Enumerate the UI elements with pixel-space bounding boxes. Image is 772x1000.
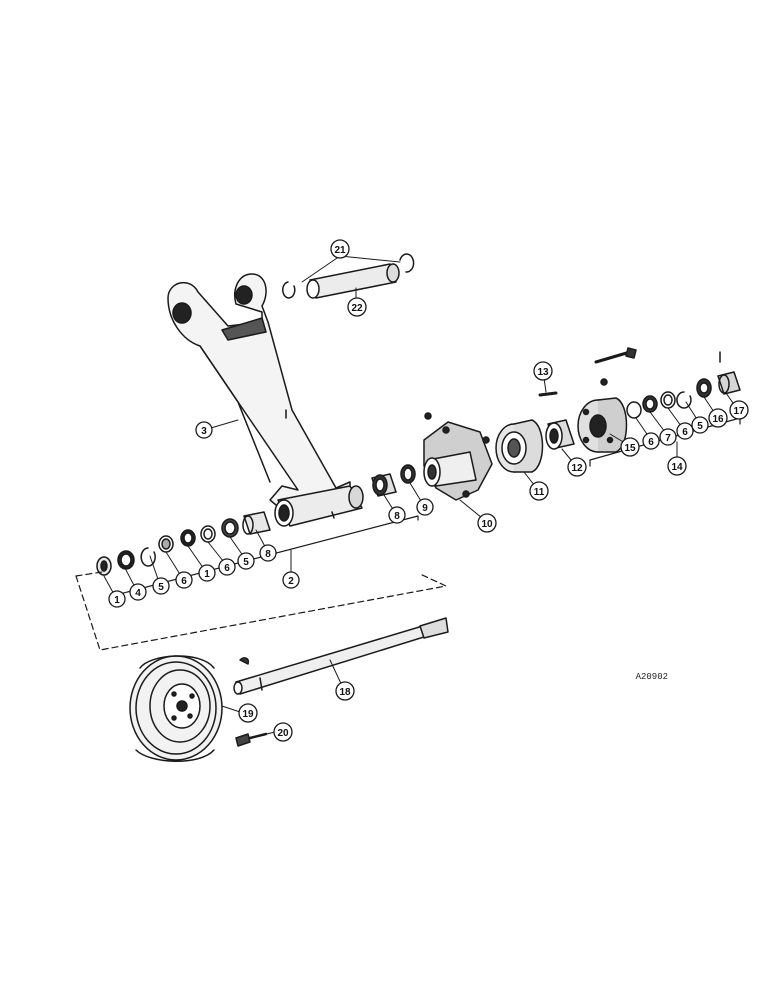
callout-16: 16 [708,408,728,428]
svg-text:6: 6 [648,437,654,448]
callout-6a: 6 [175,571,193,589]
svg-text:14: 14 [671,462,683,473]
svg-text:8: 8 [394,511,400,522]
callout-21: 21 [330,239,350,259]
callout-1a: 1 [108,590,126,608]
callout-15: 15 [620,437,640,457]
axle [233,617,449,695]
svg-text:17: 17 [733,406,745,417]
svg-text:9: 9 [422,503,428,514]
callout-4: 4 [129,583,147,601]
callout-14: 14 [667,456,687,476]
svg-text:10: 10 [481,519,493,530]
svg-text:11: 11 [534,487,545,498]
callout-20: 20 [273,722,293,742]
callout-22: 22 [347,297,367,317]
svg-text:5: 5 [243,557,249,568]
callout-5a: 5 [152,577,170,595]
svg-text:16: 16 [712,414,724,425]
callout-2: 2 [282,571,300,589]
pivot-pin [282,253,415,299]
callout-17: 17 [729,400,749,420]
bearing-cup [545,419,575,450]
swing-arm [167,273,351,511]
svg-text:12: 12 [571,463,583,474]
wheel-hub [423,412,493,501]
svg-text:15: 15 [624,443,636,454]
svg-text:6: 6 [224,563,230,574]
tube-housing [274,485,364,527]
callout-9: 9 [416,498,434,516]
wheel-rim [129,655,223,762]
flange-ring [495,419,544,473]
center-parts [371,464,416,497]
callout-8b: 8 [388,506,406,524]
svg-text:1: 1 [114,595,120,606]
bolt-and-pin [538,347,721,397]
drawing-reference-code: A20902 [636,672,668,682]
svg-text:19: 19 [242,709,254,720]
callout-12: 12 [567,457,587,477]
callout-13: 13 [533,361,553,381]
svg-text:7: 7 [665,433,671,444]
callout-6b: 6 [218,558,236,576]
svg-text:5: 5 [158,582,164,593]
svg-text:22: 22 [351,303,363,314]
svg-text:4: 4 [135,588,141,599]
callout-6d: 6 [676,422,694,440]
left-parts [96,511,271,576]
right-parts [626,371,741,419]
svg-text:5: 5 [697,421,703,432]
svg-text:8: 8 [265,549,271,560]
svg-text:2: 2 [288,576,294,587]
svg-text:13: 13 [537,367,549,378]
callout-3: 3 [195,421,213,439]
callout-11: 11 [529,481,549,501]
callout-19: 19 [238,703,258,723]
callout-5c: 5 [691,416,709,434]
callout-18: 18 [335,681,355,701]
callout-10: 10 [477,513,497,533]
callout-1b: 1 [198,564,216,582]
svg-text:20: 20 [277,728,289,739]
callout-5b: 5 [237,552,255,570]
callout-6c: 6 [642,432,660,450]
svg-text:3: 3 [201,426,207,437]
callout-7: 7 [659,428,677,446]
svg-text:6: 6 [682,427,688,438]
right-hub [577,397,628,453]
svg-text:18: 18 [339,687,351,698]
svg-text:1: 1 [204,569,210,580]
svg-text:6: 6 [181,576,187,587]
callout-8a: 8 [259,544,277,562]
svg-text:21: 21 [334,245,346,256]
